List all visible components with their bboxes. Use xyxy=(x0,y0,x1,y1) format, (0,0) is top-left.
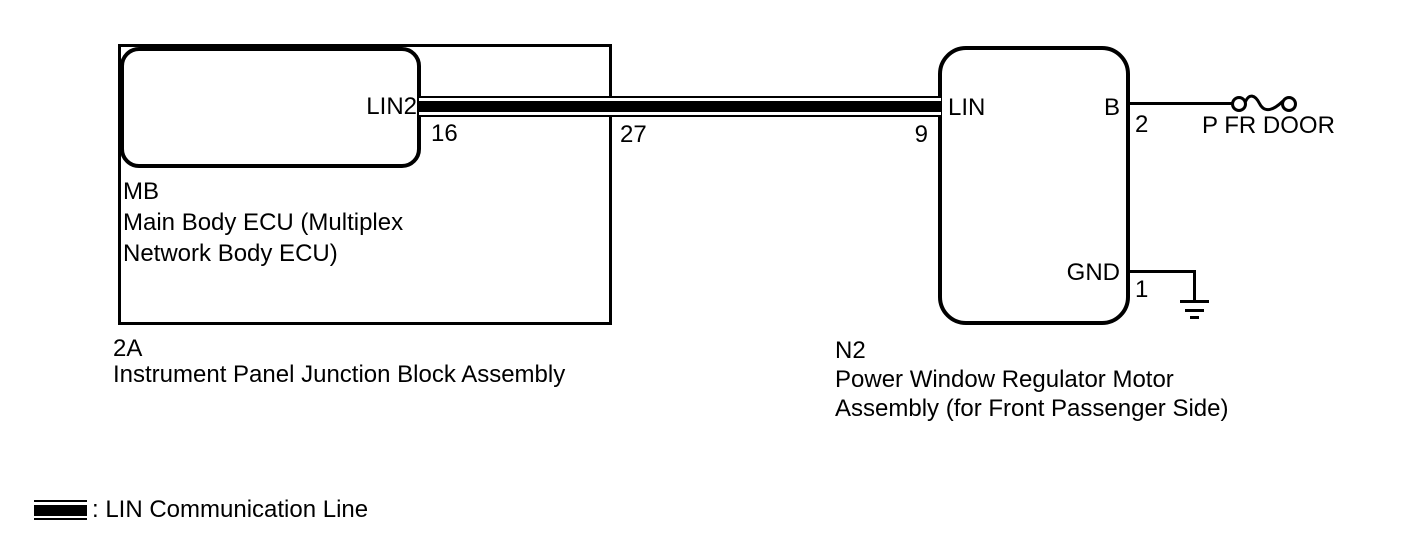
b-terminal-wire xyxy=(1130,102,1232,105)
terminal-label-lin2: LIN2 xyxy=(366,93,417,120)
legend-label: : LIN Communication Line xyxy=(92,496,369,523)
pin-number-1: 1 xyxy=(1135,276,1149,303)
terminal-label-lin: LIN xyxy=(948,94,986,121)
motor-assembly-code: N2 xyxy=(835,337,866,364)
motor-assembly-box xyxy=(938,46,1130,325)
gnd-wire-horizontal xyxy=(1130,270,1196,273)
gnd-wire-vertical xyxy=(1193,270,1196,301)
main-body-ecu-label-block: MB Main Body ECU (Multiplex Network Body… xyxy=(123,176,403,269)
pin-number-9: 9 xyxy=(914,121,928,148)
motor-assembly-name-line2: Assembly (for Front Passenger Side) xyxy=(835,395,1229,422)
motor-assembly-label-block: N2 Power Window Regulator Motor Assembly… xyxy=(835,336,1228,423)
pin-number-27: 27 xyxy=(620,121,647,148)
lin-line-icon xyxy=(34,500,87,520)
connector-destination-label: P FR DOOR xyxy=(1202,112,1335,139)
terminal-label-b: B xyxy=(1103,94,1120,121)
main-body-ecu-box xyxy=(120,47,421,168)
motor-assembly-name-line1: Power Window Regulator Motor xyxy=(835,366,1174,393)
main-body-ecu-name-line1: Main Body ECU (Multiplex xyxy=(123,209,404,236)
junction-block-code: 2A xyxy=(113,335,143,362)
lin-communication-line xyxy=(419,96,941,117)
terminal-label-gnd: GND xyxy=(1066,259,1120,286)
junction-block-name: Instrument Panel Junction Block Assembly xyxy=(113,361,566,388)
pin-number-2: 2 xyxy=(1135,111,1149,138)
main-body-ecu-name-line2: Network Body ECU) xyxy=(123,240,338,267)
door-connector-icon xyxy=(1231,94,1297,112)
main-body-ecu-code: MB xyxy=(123,178,159,205)
pin-number-16: 16 xyxy=(431,120,458,147)
junction-block-label-block: 2A Instrument Panel Junction Block Assem… xyxy=(113,336,565,388)
